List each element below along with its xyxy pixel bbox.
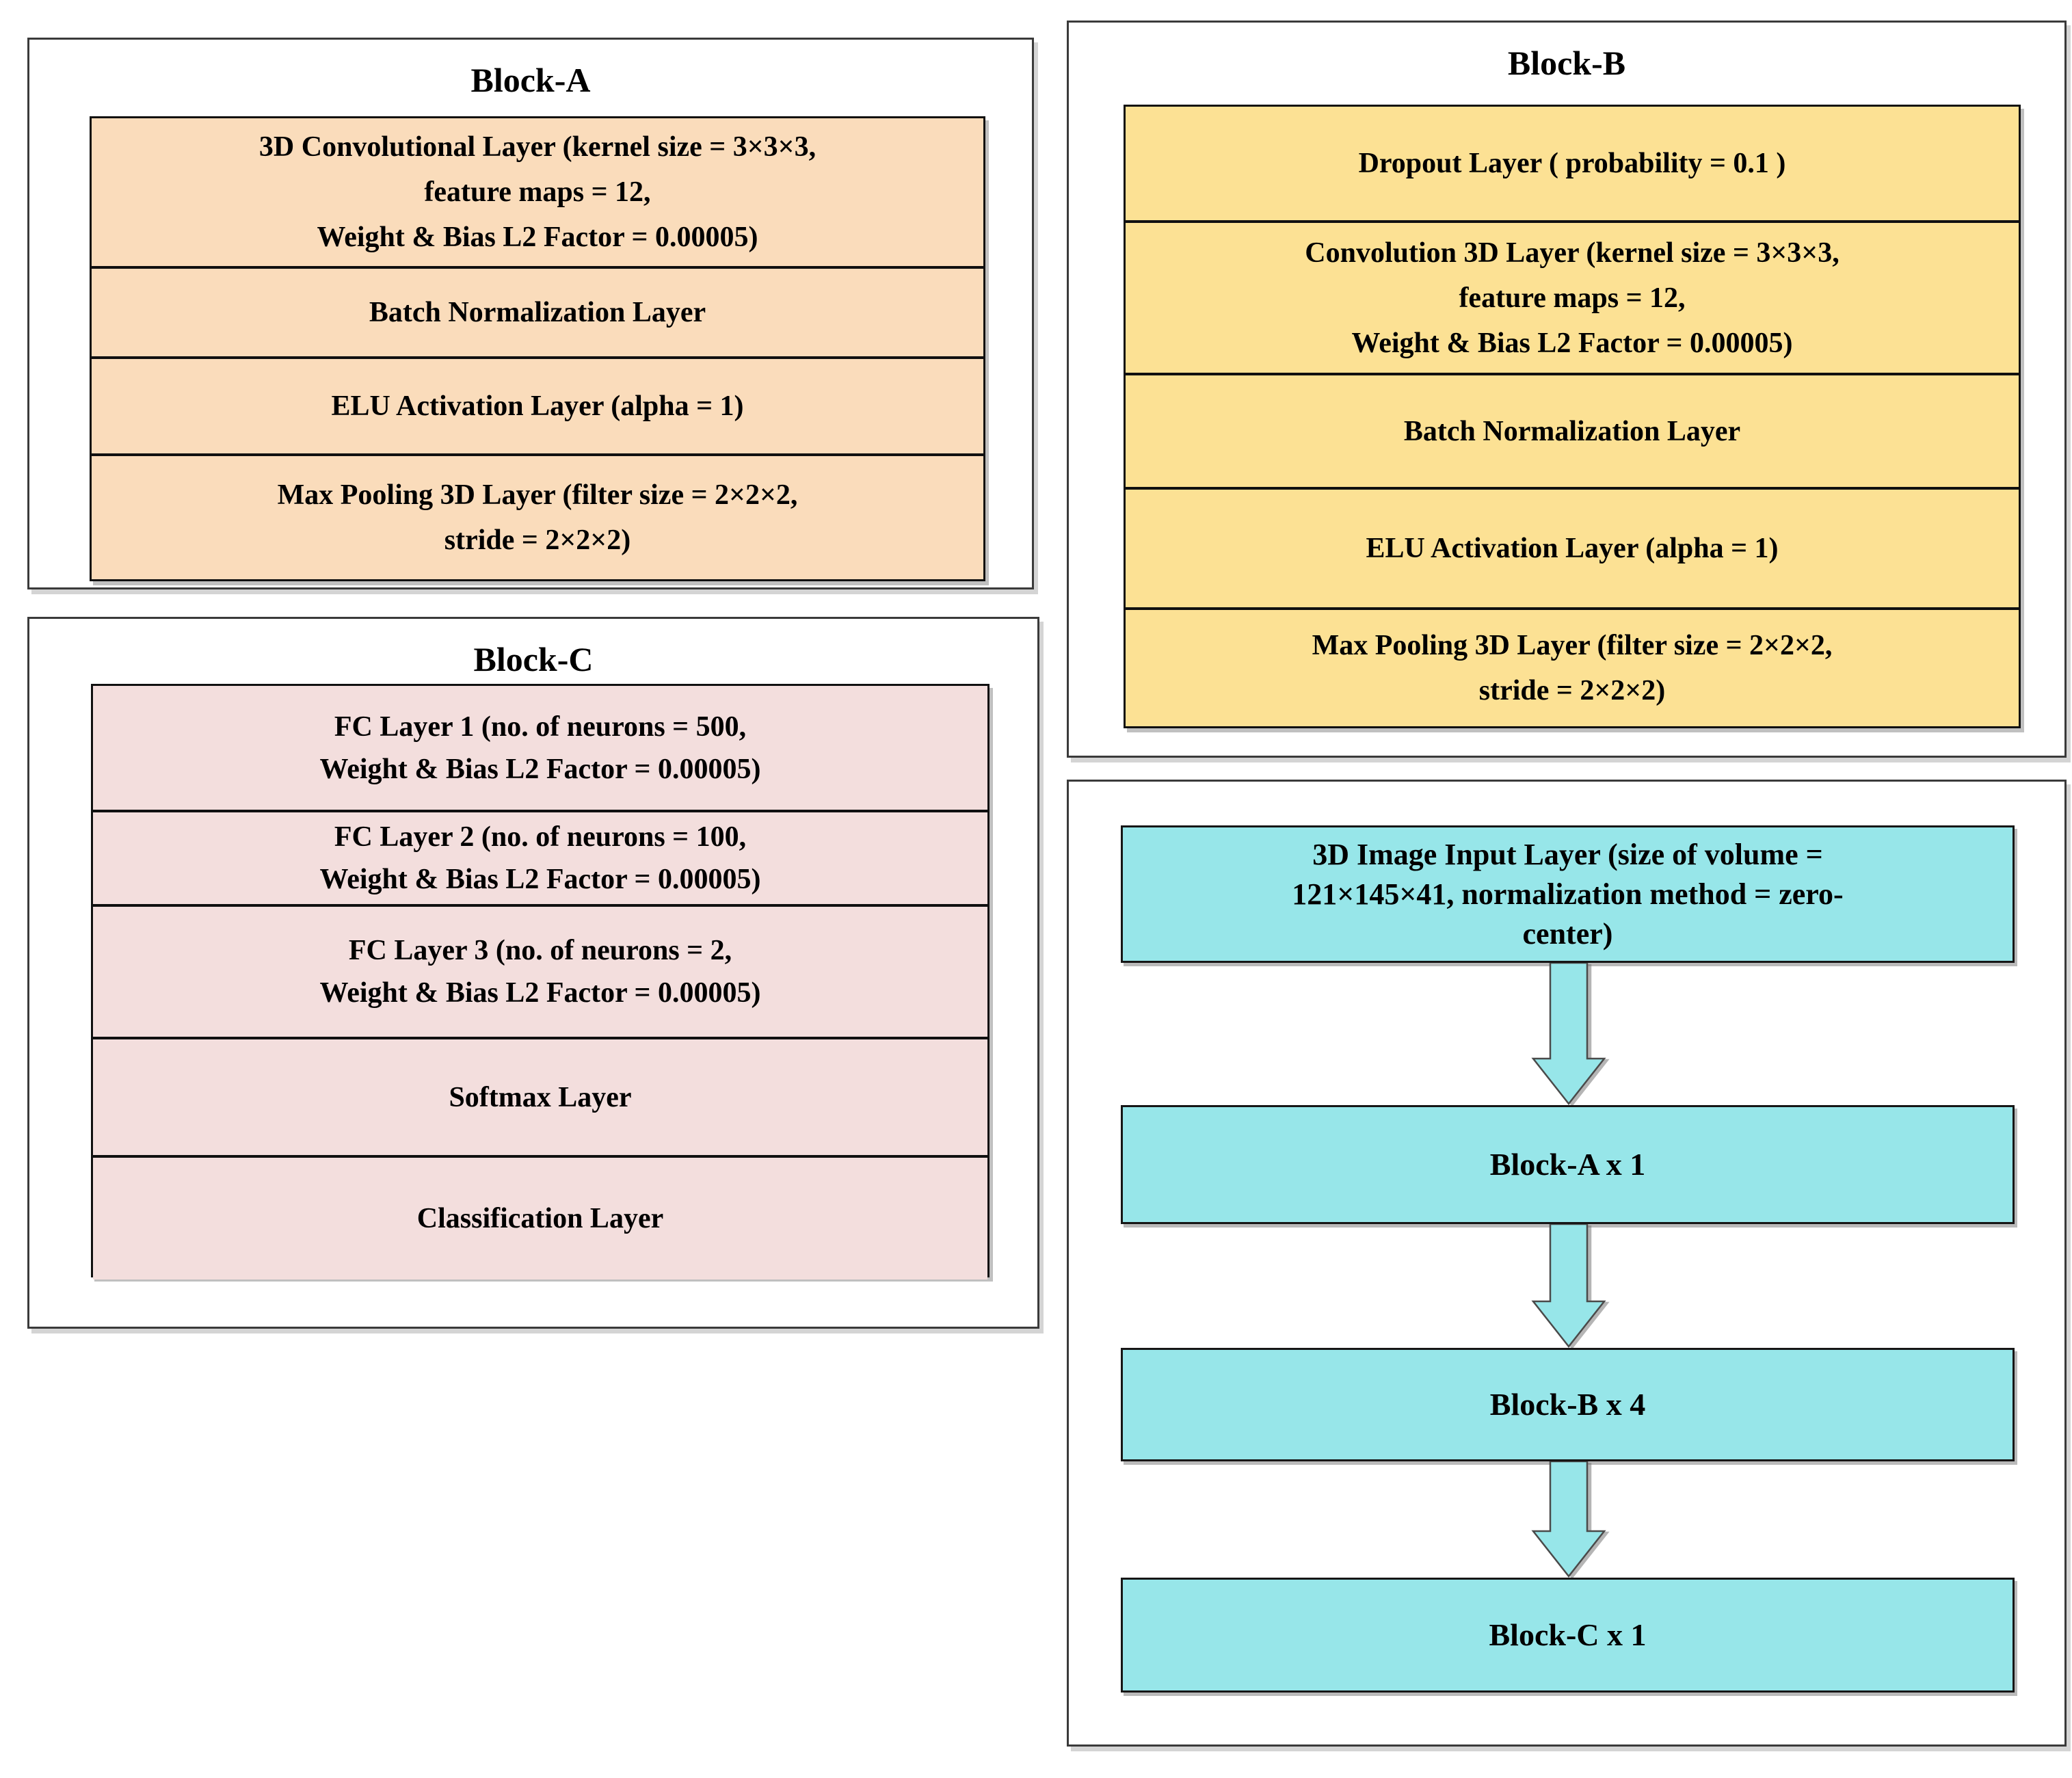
block-b-panel: Block-B Dropout Layer ( probability = 0.… [1067, 21, 2067, 758]
max-pool-layer-row: Max Pooling 3D Layer (filter size = 2×2×… [92, 456, 983, 579]
block-a-layer-table: 3D Convolutional Layer (kernel size = 3×… [90, 116, 985, 581]
image-input-layer-node: 3D Image Input Layer (size of volume = 1… [1121, 825, 2015, 963]
down-arrow-icon [1528, 1461, 1610, 1578]
block-a-title: Block-A [470, 61, 591, 99]
block-a-node: Block-A x 1 [1121, 1105, 2015, 1224]
block-c-layer-table: FC Layer 1 (no. of neurons = 500, Weight… [91, 684, 989, 1279]
batch-norm-layer-row: Batch Normalization Layer [92, 269, 983, 359]
dropout-layer-row: Dropout Layer ( probability = 0.1 ) [1126, 107, 2019, 223]
max-pool-layer-row: Max Pooling 3D Layer (filter size = 2×2×… [1126, 610, 2019, 726]
fc-layer-3-row: FC Layer 3 (no. of neurons = 2, Weight &… [93, 907, 987, 1039]
elu-activation-layer-row: ELU Activation Layer (alpha = 1) [92, 359, 983, 456]
block-b-node: Block-B x 4 [1121, 1348, 2015, 1461]
conv3d-layer-row: 3D Convolutional Layer (kernel size = 3×… [92, 118, 983, 269]
down-arrow-icon [1528, 963, 1610, 1105]
fc-layer-2-row: FC Layer 2 (no. of neurons = 100, Weight… [93, 812, 987, 907]
batch-norm-layer-row: Batch Normalization Layer [1126, 375, 2019, 490]
block-b-title: Block-B [1507, 44, 1626, 82]
block-c-node: Block-C x 1 [1121, 1578, 2015, 1693]
network-flow-panel: 3D Image Input Layer (size of volume = 1… [1067, 780, 2067, 1747]
block-c-title: Block-C [473, 640, 594, 678]
elu-activation-layer-row: ELU Activation Layer (alpha = 1) [1126, 490, 2019, 610]
softmax-layer-row: Softmax Layer [93, 1039, 987, 1158]
classification-layer-row: Classification Layer [93, 1158, 987, 1279]
fc-layer-1-row: FC Layer 1 (no. of neurons = 500, Weight… [93, 686, 987, 812]
block-c-panel: Block-C FC Layer 1 (no. of neurons = 500… [27, 617, 1039, 1329]
block-a-panel: Block-A 3D Convolutional Layer (kernel s… [27, 38, 1034, 589]
down-arrow-icon [1528, 1224, 1610, 1348]
block-b-layer-table: Dropout Layer ( probability = 0.1 ) Conv… [1124, 105, 2021, 728]
conv3d-layer-row: Convolution 3D Layer (kernel size = 3×3×… [1126, 223, 2019, 375]
